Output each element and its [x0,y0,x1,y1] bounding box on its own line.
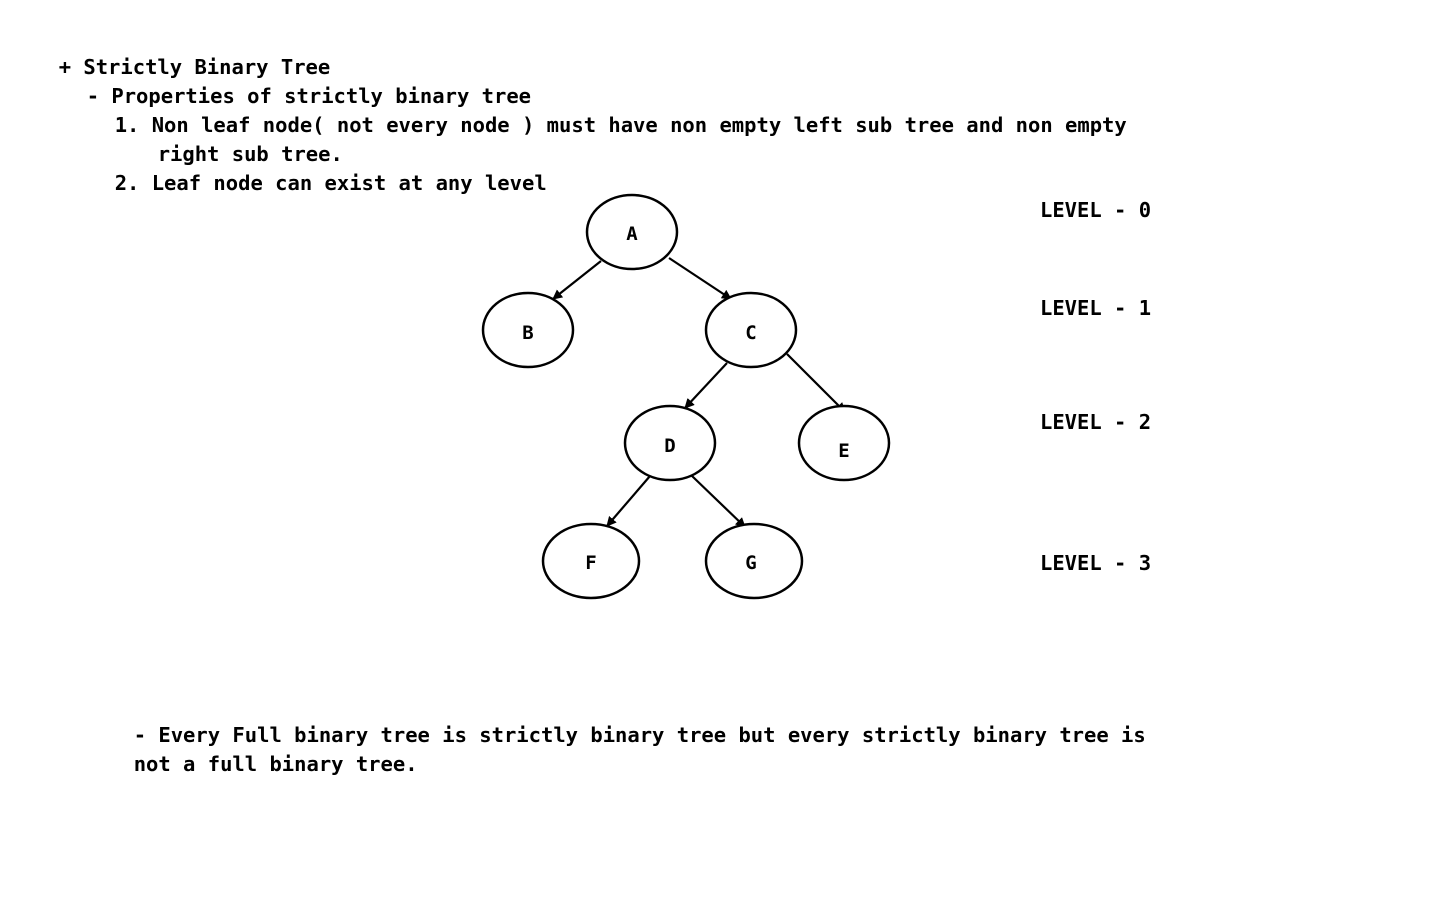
note-line-1: - Every Full binary tree is strictly bin… [109,692,1146,750]
property-number-1: 1. [114,113,140,137]
note-text-1: Every Full binary tree is strictly binar… [158,723,1146,747]
note-text-2: not a full binary tree. [133,752,418,776]
heading-title: Strictly Binary Tree [83,55,331,79]
tree-node-a: A [585,193,679,271]
heading-bullet: + [58,55,72,79]
heading-line: + Strictly Binary Tree [34,24,331,82]
property-item-1: 1. Non leaf node( not every node ) must … [90,82,1127,140]
level-label-0: LEVEL - 0 [1040,198,1152,222]
property-text-2: Leaf node can exist at any level [151,171,547,195]
tree-node-g: G [704,522,804,600]
binary-tree-diagram: A B C D E F G [481,193,891,600]
edge-a-c [668,257,732,300]
tree-node-b: B [481,291,575,369]
property-item-1-continuation: right sub tree. [133,111,343,169]
tree-node-d: D [623,404,717,482]
properties-title: Properties of strictly binary tree [111,84,532,108]
tree-node-e: E [797,404,891,482]
level-label-2: LEVEL - 2 [1040,410,1152,434]
edge-a-b [552,260,602,300]
note-bullet: - [133,723,147,747]
tree-node-d-label: D [664,435,675,457]
property-item-2: 2. Leaf node can exist at any level [90,140,547,198]
edge-d-g [691,475,746,528]
edge-c-d [684,362,728,409]
level-label-3: LEVEL - 3 [1040,551,1152,575]
property-number-2: 2. [114,171,140,195]
level-label-1: LEVEL - 1 [1040,296,1152,320]
tree-node-f-label: F [585,552,596,574]
tree-node-a-label: A [626,223,638,245]
tree-node-b-label: B [522,322,533,344]
note-line-2: not a full binary tree. [109,721,418,779]
edge-d-f [606,475,651,527]
tree-node-g-label: G [745,552,756,574]
tree-node-c: C [704,291,798,369]
properties-bullet: - [86,84,100,108]
edge-c-e [786,353,846,413]
property-text-1: Non leaf node( not every node ) must hav… [151,113,1127,137]
tree-node-c-label: C [745,322,756,344]
tree-node-f: F [541,522,641,600]
properties-heading: - Properties of strictly binary tree [62,53,531,111]
tree-node-e-label: E [838,440,849,462]
property-text-1-line2: right sub tree. [157,142,343,166]
